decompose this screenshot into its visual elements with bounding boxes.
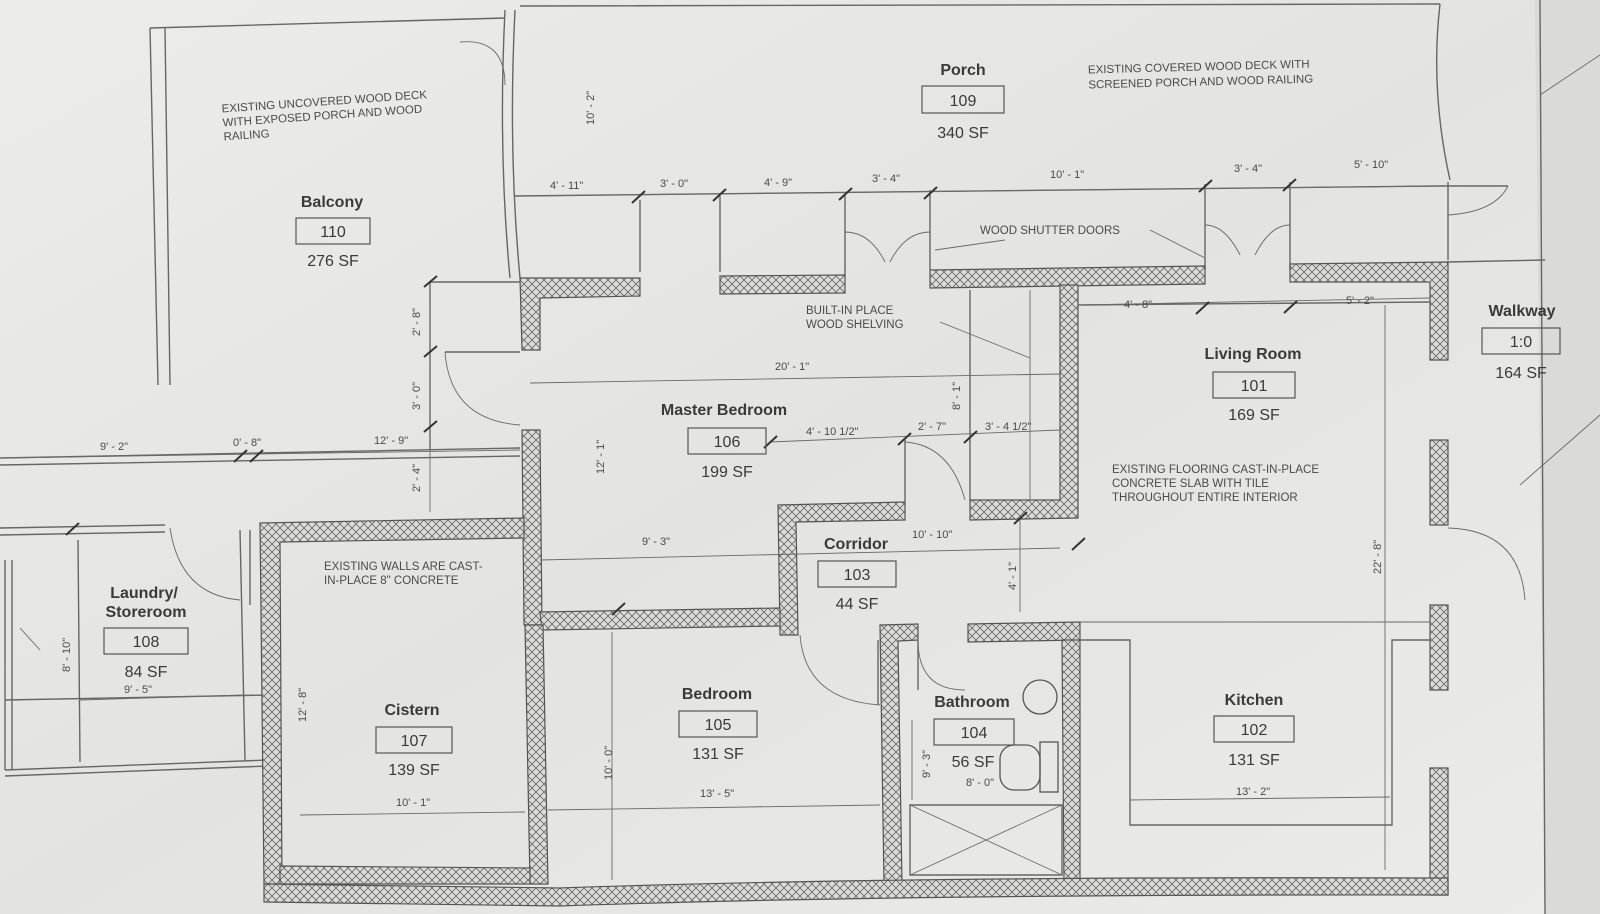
dim-10-0: 10' - 0" [603,746,615,780]
room-area-bedroom: 131 SF [692,746,744,763]
room-area-porch: 340 SF [937,125,989,142]
interior-lines [19,54,1600,876]
room-area-master-bedroom: 199 SF [701,464,753,481]
room-number-box-living-room [1212,371,1296,399]
note-shelving-line1: BUILT-IN PLACE [806,305,894,317]
room-number-box-laundry [103,627,189,655]
room-area-cistern: 139 SF [388,762,440,779]
dim-4-9: 4' - 9" [764,177,792,189]
dim-9-3: 9' - 3" [642,536,670,548]
dim-10-1: 10' - 1" [1050,169,1084,181]
note-flooring-line1: EXISTING FLOORING CAST-IN-PLACE [1112,464,1319,476]
paper-fold-shadow [1535,0,1600,914]
dim-0-8: 0' - 8" [233,437,261,449]
dim-3-4b: 3' - 4" [1234,163,1262,175]
room-number-bedroom: 105 [705,717,732,734]
dim-13-2: 13' - 2" [1236,786,1270,798]
concrete-walls [259,261,1449,907]
note-walls-line2: IN-PLACE 8" CONCRETE [324,575,459,587]
dim-4-10-half: 4' - 10 1/2" [806,426,859,438]
room-name-master-bedroom: Master Bedroom [661,402,787,419]
note-flooring-line3: THROUGHOUT ENTIRE INTERIOR [1112,492,1298,504]
dim-20-1: 20' - 1" [775,361,809,373]
note-porch-deck-line1: EXISTING COVERED WOOD DECK WITH [1088,59,1310,77]
room-number-walkway: 1:0 [1510,334,1532,351]
room-number-master-bedroom: 106 [714,434,741,451]
dim-10-1-cistern: 10' - 1" [396,797,430,809]
room-area-bathroom: 56 SF [952,754,995,771]
note-porch-deck-line2: SCREENED PORCH AND WOOD RAILING [1088,74,1313,92]
dim-4-8: 4' - 8" [1124,299,1152,311]
room-number-box-kitchen [1213,715,1295,743]
dim-3-0-vertical: 3' - 0" [411,382,423,410]
dim-porch-depth: 10' - 2" [585,91,597,125]
room-number-box-master-bedroom [687,427,767,455]
dim-2-7: 2' - 7" [918,421,946,433]
dim-8-0: 8' - 0" [966,777,994,789]
room-number-box-corridor [817,560,897,588]
dim-9-5: 9' - 5" [124,684,152,696]
room-name-kitchen: Kitchen [1225,692,1284,709]
dim-5-10: 5' - 10" [1354,159,1388,171]
room-area-kitchen: 131 SF [1228,752,1280,769]
dim-3-4a: 3' - 4" [872,173,900,185]
dim-12-8: 12' - 8" [297,688,309,722]
room-name-living-room: Living Room [1205,346,1302,363]
room-number-laundry: 108 [133,634,160,651]
room-name-laundry: Laundry/ [110,585,178,602]
room-number-corridor: 103 [844,567,871,584]
dim-22-8: 22' - 8" [1372,540,1384,574]
room-name-balcony: Balcony [301,194,363,211]
exterior-outlines [0,0,1546,914]
dim-3-0: 3' - 0" [660,178,688,190]
room-area-laundry: 84 SF [125,664,168,681]
dim-8-1: 8' - 1" [951,382,963,410]
room-number-bathroom: 104 [961,725,988,742]
dim-12-1: 12' - 1" [595,440,607,474]
dim-4-11: 4' - 11" [550,180,583,192]
room-area-corridor: 44 SF [836,596,879,613]
room-name-bathroom: Bathroom [934,694,1010,711]
room-number-kitchen: 102 [1241,722,1268,739]
room-number-box-balcony [295,217,371,245]
note-porch-deck: EXISTING COVERED WOOD DECK WITH SCREENED… [1088,59,1314,92]
dim-5-2: 5' - 2" [1346,295,1374,307]
room-number-box-bedroom [678,710,758,738]
note-walls-line1: EXISTING WALLS ARE CAST- [324,561,483,573]
room-number-box-porch [921,85,1005,114]
dim-8-10: 8' - 10" [61,638,73,672]
note-balcony-deck-line3: RAILING [223,128,270,143]
room-area-living-room: 169 SF [1228,407,1280,424]
room-area-balcony: 276 SF [307,253,359,270]
room-number-living-room: 101 [1241,378,1268,395]
room-number-porch: 109 [950,93,977,110]
note-wood-shutter-doors: WOOD SHUTTER DOORS [980,225,1120,237]
room-name-corridor: Corridor [824,536,888,553]
room-area-walkway: 164 SF [1495,365,1547,382]
note-flooring-line2: CONCRETE SLAB WITH TILE [1112,478,1269,490]
dim-13-5: 13' - 5" [700,788,734,800]
dim-10-10: 10' - 10" [912,529,952,541]
room-number-box-walkway [1481,327,1561,355]
room-number-balcony: 110 [320,224,346,241]
dim-9-2: 9' - 2" [100,441,128,453]
room-name-walkway: Walkway [1489,303,1556,320]
dimension-ticks [65,178,1298,616]
dim-9-3-bath: 9' - 3" [921,750,933,778]
dim-2-8: 2' - 8" [411,308,423,336]
room-name-laundry-line2: Storeroom [106,604,187,621]
room-number-cistern: 107 [401,733,428,750]
dim-4-1: 4' - 1" [1007,562,1019,590]
room-number-box-cistern [375,726,453,754]
room-name-bedroom: Bedroom [682,686,752,703]
dim-12-9: 12' - 9" [374,435,408,447]
room-number-box-bathroom [933,718,1015,746]
room-name-cistern: Cistern [384,702,439,719]
note-shelving-line2: WOOD SHELVING [806,319,904,331]
dim-3-4-half: 3' - 4 1/2" [985,421,1031,433]
room-name-porch: Porch [940,62,985,79]
dim-2-4: 2' - 4" [411,464,423,492]
